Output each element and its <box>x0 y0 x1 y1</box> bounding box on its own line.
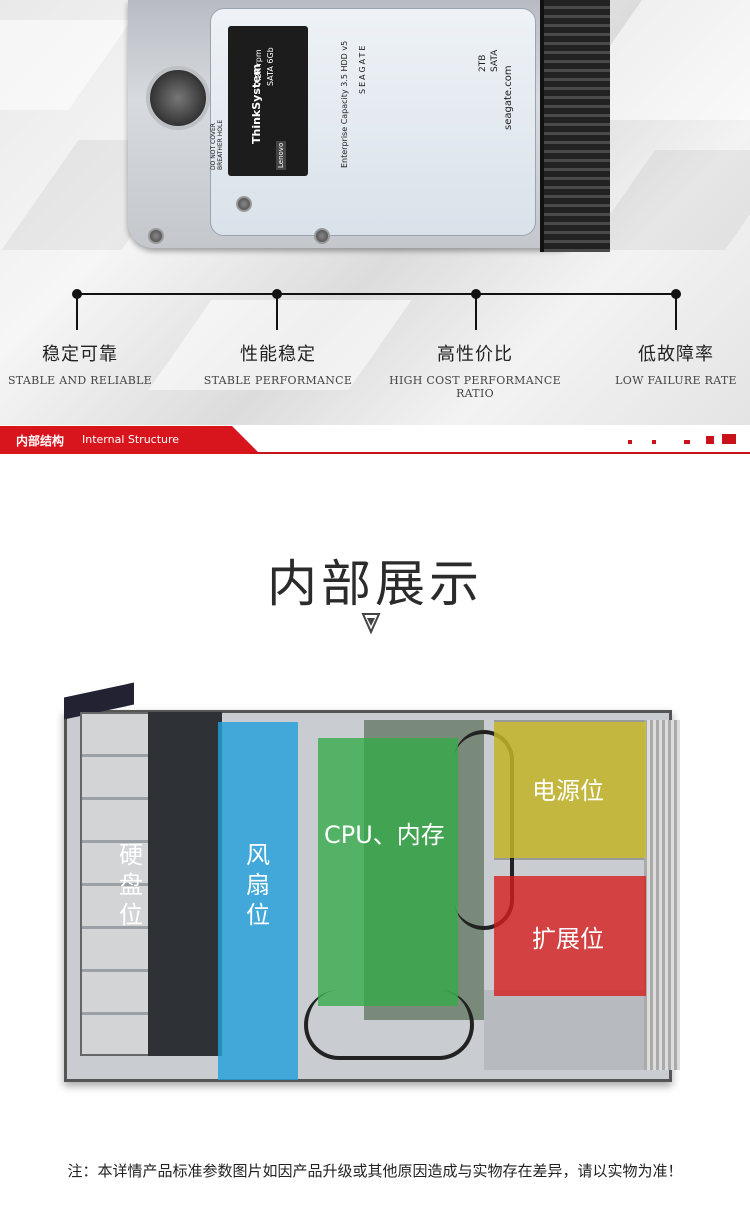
drive-bay-char: 盘 <box>119 871 143 899</box>
rear-panel-photo <box>644 720 680 1070</box>
screw-icon <box>314 228 330 244</box>
timeline-line <box>76 293 677 295</box>
feature-cost-performance: 高性价比 HIGH COST PERFORMANCE RATIO <box>375 340 575 400</box>
feature-title: 高性价比 <box>437 344 513 365</box>
timeline-stem <box>675 294 677 330</box>
feature-low-failure: 低故障率 LOW FAILURE RATE <box>586 340 750 387</box>
page-title: 内部展示 <box>267 555 483 613</box>
background-facet <box>0 20 132 110</box>
expansion-zone: 扩展位 <box>494 876 646 996</box>
drive-bay-char: 位 <box>119 901 143 929</box>
section-divider <box>250 452 750 454</box>
seagate-text: SEAGATE <box>358 43 367 94</box>
feature-title: 低故障率 <box>638 344 714 365</box>
fan-zone-label: 风 扇 位 <box>243 840 273 930</box>
power-supply-label: 电源位 <box>532 777 604 805</box>
fan-char: 位 <box>246 901 270 929</box>
screw-icon <box>236 196 252 212</box>
disclaimer-footnote: 注：本详情产品标准参数图片如因产品升级或其他原因造成与实物存在差异，请以实物为准… <box>67 1162 683 1180</box>
feature-subtitle: STABLE PERFORMANCE <box>203 374 353 387</box>
feature-subtitle: HIGH COST PERFORMANCE RATIO <box>389 374 561 400</box>
product-hero: ThinkSystem Enterprise Capacity 3.5 HDD … <box>0 0 750 425</box>
section-header-tab <box>0 426 260 454</box>
drive-model-text: Enterprise Capacity 3.5 HDD v5 <box>340 40 349 168</box>
timeline-stem <box>475 294 477 330</box>
expansion-label: 扩展位 <box>532 925 604 953</box>
section-title: 内部结构 <box>16 434 65 448</box>
timeline-stem <box>76 294 78 330</box>
thinksystem-label: ThinkSystem <box>228 26 308 176</box>
fan-char: 扇 <box>246 871 270 899</box>
fan-char: 风 <box>246 841 270 869</box>
sata-text: SATA 6Gb <box>266 47 275 86</box>
chassis-floor <box>484 990 664 1070</box>
drive-bays-photo <box>80 712 150 1056</box>
down-arrow-icon <box>361 613 381 635</box>
decor-mark <box>652 440 656 444</box>
capacity-text: 2TB <box>478 54 488 72</box>
decor-mark <box>684 440 690 444</box>
feature-title: 性能稳定 <box>240 344 316 365</box>
decor-mark <box>706 436 714 444</box>
lenovo-logo: Lenovo <box>276 140 286 170</box>
screw-icon <box>148 228 164 244</box>
drive-bay-label: 硬 盘 位 <box>116 840 146 930</box>
cpu-memory-label: CPU、内存 <box>324 821 445 849</box>
drive-hub-hole <box>146 66 210 130</box>
speed-text: 7.2K rpm <box>254 49 263 86</box>
drive-caddy <box>540 0 610 252</box>
interface-text: SATA <box>490 49 500 72</box>
feature-title: 稳定可靠 <box>42 344 118 365</box>
feature-subtitle: STABLE AND RELIABLE <box>7 374 153 387</box>
website-text: seagate.com <box>503 65 514 130</box>
feature-stable-performance: 性能稳定 STABLE PERFORMANCE <box>188 340 368 387</box>
drive-backplane-photo <box>148 712 222 1056</box>
cable <box>304 990 474 1060</box>
section-subtitle: Internal Structure <box>82 433 180 446</box>
feature-subtitle: LOW FAILURE RATE <box>615 374 737 387</box>
fan-zone: 风 扇 位 <box>218 722 298 1080</box>
cpu-memory-zone: CPU、内存 <box>318 738 458 1006</box>
feature-stable-reliable: 稳定可靠 STABLE AND RELIABLE <box>0 340 170 387</box>
power-supply-zone: 电源位 <box>494 722 646 858</box>
decor-mark <box>628 440 632 444</box>
warning-text: DO NOT COVER BREATHER HOLE <box>210 119 224 170</box>
timeline-stem <box>276 294 278 330</box>
drive-bay-char: 硬 <box>119 841 143 869</box>
decor-mark <box>722 434 736 444</box>
